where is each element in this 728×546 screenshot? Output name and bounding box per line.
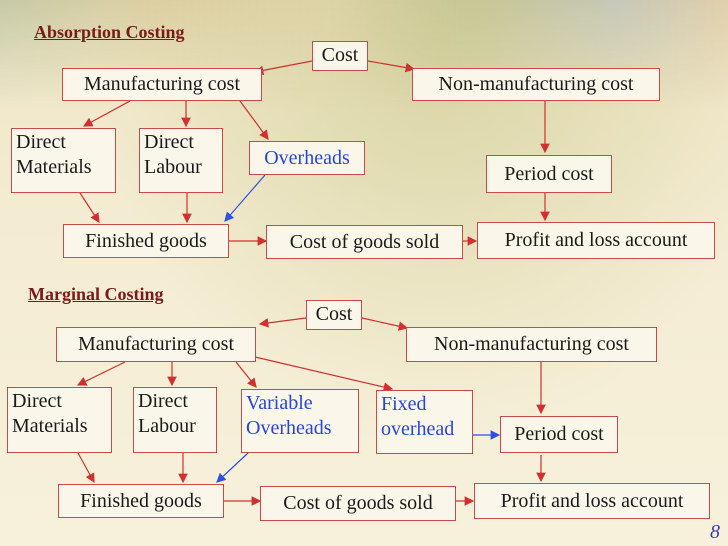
arrow-abs-oh-to-fg (224, 174, 266, 222)
arrow-abs-mfg-to-dm (82, 100, 131, 127)
abs-non-manufacturing-cost-label: Non-manufacturing cost (438, 73, 634, 95)
absorption-heading: Absorption Costing (34, 22, 185, 42)
abs-cost-of-goods-sold-label: Cost of goods sold (289, 231, 440, 253)
mar-fixed-overhead-line1: Fixed (381, 393, 427, 415)
abs-manufacturing-cost-box: Manufacturing cost (62, 68, 262, 101)
mar-cost-box: Cost (306, 300, 362, 330)
abs-period-cost-label: Period cost (504, 163, 594, 185)
arrow-mar-voh-to-fg (216, 452, 249, 483)
abs-profit-loss-label: Profit and loss account (504, 229, 688, 251)
arrow-abs-dm-to-fg (79, 192, 100, 224)
mar-direct-labour-box: Direct Labour (133, 387, 217, 453)
arrow-mar-dm-to-fg (77, 452, 95, 484)
mar-fixed-overhead-box: Fixed overhead (376, 390, 473, 454)
mar-profit-loss-box: Profit and loss account (474, 483, 710, 519)
mar-direct-materials-line2: Materials (12, 415, 88, 437)
mar-period-cost-label: Period cost (514, 423, 604, 445)
abs-cost-label: Cost (321, 44, 359, 66)
mar-cost-of-goods-sold-box: Cost of goods sold (260, 486, 456, 521)
mar-variable-overheads-line2: Overheads (246, 417, 332, 439)
mar-variable-overheads-box: Variable Overheads (241, 389, 359, 453)
arrow-mar-mfg-to-dm (76, 361, 126, 386)
abs-direct-materials-line1: Direct (16, 131, 66, 153)
abs-manufacturing-cost-label: Manufacturing cost (83, 73, 241, 95)
marginal-heading: Marginal Costing (28, 284, 164, 304)
mar-variable-overheads-line1: Variable (246, 392, 313, 414)
abs-non-manufacturing-cost-box: Non-manufacturing cost (412, 68, 660, 101)
mar-direct-materials-line1: Direct (12, 390, 62, 412)
mar-non-manufacturing-cost-label: Non-manufacturing cost (434, 333, 629, 355)
abs-finished-goods-box: Finished goods (63, 224, 229, 258)
mar-finished-goods-box: Finished goods (58, 484, 224, 518)
abs-overheads-label: Overheads (264, 147, 350, 169)
mar-manufacturing-cost-label: Manufacturing cost (77, 333, 235, 355)
abs-overheads-box: Overheads (249, 141, 365, 175)
mar-cost-label: Cost (315, 303, 353, 325)
arrow-mar-mfg-to-foh (254, 356, 394, 392)
mar-direct-labour-line1: Direct (138, 390, 188, 412)
mar-period-cost-box: Period cost (500, 416, 618, 453)
arrow-mar-cost-to-mfg (258, 317, 307, 328)
abs-cost-of-goods-sold-box: Cost of goods sold (266, 225, 463, 259)
mar-non-manufacturing-cost-box: Non-manufacturing cost (406, 327, 657, 362)
abs-period-cost-box: Period cost (486, 155, 612, 193)
mar-cost-of-goods-sold-label: Cost of goods sold (283, 492, 433, 514)
abs-finished-goods-label: Finished goods (85, 230, 207, 252)
abs-cost-box: Cost (312, 41, 368, 71)
page-number: 8 (710, 521, 720, 543)
abs-profit-loss-box: Profit and loss account (477, 222, 715, 259)
abs-direct-labour-line2: Labour (144, 156, 202, 178)
mar-fixed-overhead-line2: overhead (381, 418, 455, 440)
arrow-mar-cost-to-nonmfg (361, 317, 409, 331)
mar-finished-goods-label: Finished goods (80, 490, 202, 512)
mar-direct-materials-box: Direct Materials (7, 387, 112, 453)
abs-direct-labour-line1: Direct (144, 131, 194, 153)
abs-direct-materials-box: Direct Materials (11, 128, 116, 193)
mar-manufacturing-cost-box: Manufacturing cost (56, 327, 256, 362)
arrow-abs-cost-to-mfg (253, 60, 313, 76)
abs-direct-labour-box: Direct Labour (139, 128, 223, 193)
arrow-mar-mfg-to-voh (235, 361, 257, 388)
mar-direct-labour-line2: Labour (138, 415, 196, 437)
arrow-abs-mfg-to-oh (239, 100, 269, 140)
mar-profit-loss-label: Profit and loss account (500, 490, 684, 512)
arrow-abs-cost-to-nonmfg (367, 60, 416, 73)
abs-direct-materials-line2: Materials (16, 156, 92, 178)
